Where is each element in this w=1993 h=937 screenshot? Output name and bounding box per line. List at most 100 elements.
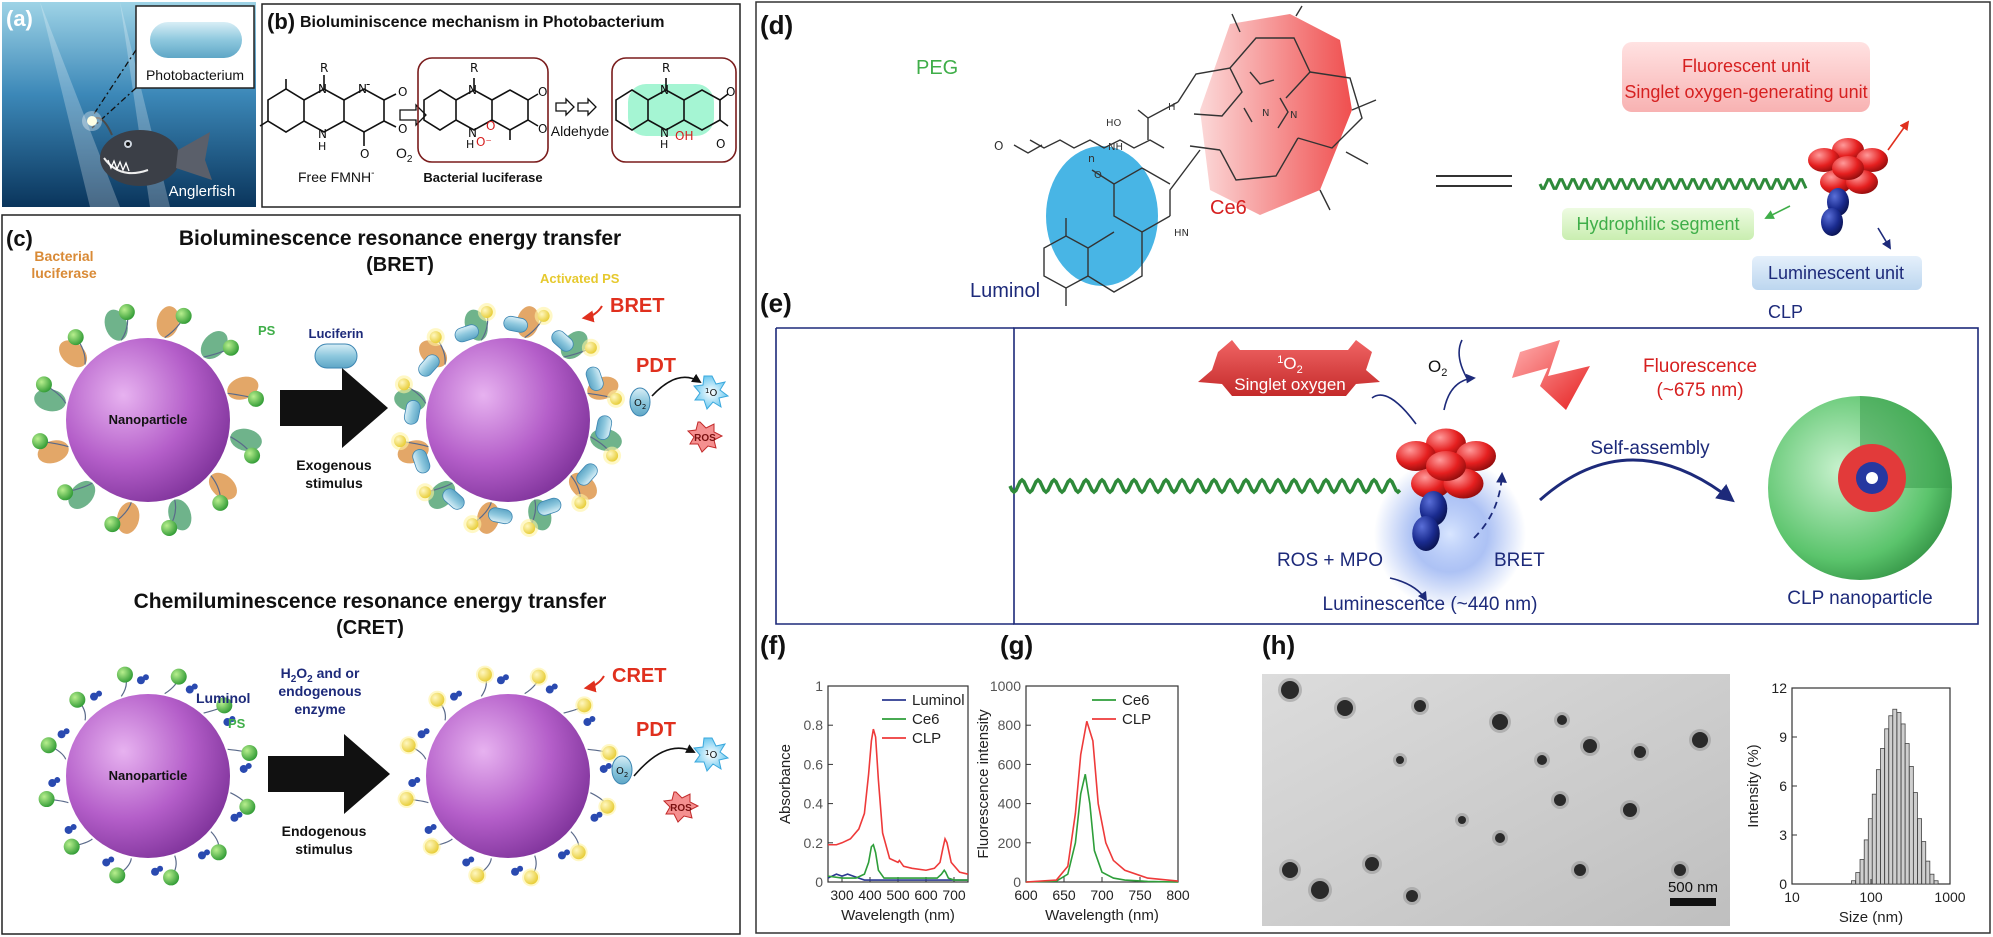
luminol-dot xyxy=(70,823,77,830)
bacterial-luciferase-label: Bacterial luciferase xyxy=(423,170,542,185)
luminol-dot xyxy=(590,813,599,822)
atom-h-d1: H xyxy=(1168,102,1176,113)
histogram-bar xyxy=(1871,793,1877,885)
luminol-dot xyxy=(90,692,99,701)
histogram-bar xyxy=(1929,873,1935,885)
nanoparticle-sphere xyxy=(426,694,590,858)
ps-ball xyxy=(170,668,187,685)
anglerfish-label: Anglerfish xyxy=(169,183,236,200)
histogram-bar xyxy=(1904,743,1910,885)
arrow-b1 xyxy=(399,103,427,127)
luminol-label-c: Luminol xyxy=(196,690,250,706)
activated-ps-ball xyxy=(430,692,445,707)
ps-ball xyxy=(116,666,133,683)
histogram-bar xyxy=(1884,728,1890,885)
activated-ps-ball xyxy=(523,521,536,534)
atom-h-1: H xyxy=(318,140,326,153)
pdt-label-2: PDT xyxy=(636,719,676,741)
luminescent-arrow xyxy=(1877,227,1891,250)
y-tick-label: 800 xyxy=(998,717,1022,733)
activated-ps-ball xyxy=(574,496,587,509)
ps-ball xyxy=(40,737,57,754)
luminol-dot xyxy=(102,858,111,867)
panel-d-label: (d) xyxy=(760,10,793,40)
bound-luciferin xyxy=(442,488,465,510)
product-box xyxy=(611,57,737,163)
ps-ball xyxy=(67,329,84,346)
luminol-dot xyxy=(424,825,433,834)
histogram-bar xyxy=(1859,859,1865,885)
ps-ball xyxy=(175,307,192,324)
histogram-bar xyxy=(1867,818,1873,885)
pdt-arrow-2 xyxy=(633,744,696,777)
luciferase-protein xyxy=(59,340,88,368)
scale-bar xyxy=(1670,898,1716,906)
fluorescence-nm-label: (~675 nm) xyxy=(1656,380,1743,401)
bacterial-label-1: Bacterial xyxy=(34,248,93,264)
luminol-dot xyxy=(185,685,194,694)
luminol-dot xyxy=(517,865,524,872)
self-assembly-label: Self-assembly xyxy=(1590,438,1710,459)
ce6-lobe xyxy=(1396,441,1436,471)
nanoparticle-cret-left xyxy=(38,666,258,886)
nanoparticle-label-1: Nanoparticle xyxy=(109,412,188,427)
ps-label-2: PS xyxy=(228,716,246,731)
nanoparticle-label-2: Nanoparticle xyxy=(109,768,188,783)
singlet-oxygen-label: Singlet oxygen xyxy=(1234,375,1346,394)
panel-f-label: (f) xyxy=(760,630,786,660)
luminol-dot xyxy=(64,825,73,834)
peg-chain-e xyxy=(1008,477,1402,495)
atom-hn-d: HN xyxy=(1174,228,1189,239)
luminescent-unit-box xyxy=(1752,256,1922,290)
panel-h-label: (h) xyxy=(1262,630,1295,660)
self-assembly-arrow xyxy=(1539,458,1735,503)
tem-particle xyxy=(1623,803,1637,817)
histogram-bar xyxy=(1888,715,1894,885)
luminol-dot xyxy=(197,851,206,860)
aldehyde-label: Aldehyde xyxy=(551,123,610,139)
panel-e-frame-left xyxy=(775,328,1014,625)
atom-n-7: N xyxy=(660,126,669,140)
photobacterium-icon xyxy=(150,22,242,58)
luciferin-icon xyxy=(314,343,358,369)
legend-label: CLP xyxy=(912,730,941,747)
ps-ball xyxy=(38,791,55,808)
y-axis-label: Fluorescence intensity xyxy=(975,709,992,859)
nanoparticle-sphere xyxy=(66,338,230,502)
atom-h-2: H xyxy=(466,138,474,151)
bret-abbr: (BRET) xyxy=(366,254,434,276)
cret-label: CRET xyxy=(612,665,666,687)
activated-ps-ball xyxy=(466,518,479,531)
ps-ball xyxy=(163,869,180,886)
ros-burst-1 xyxy=(686,421,724,453)
histogram-bar xyxy=(1900,723,1906,885)
atom-o-radical: O xyxy=(486,119,495,133)
histogram-bar xyxy=(1925,860,1931,885)
luminol-dot xyxy=(157,865,164,872)
y-tick-label: 0 xyxy=(815,874,823,890)
bret-curve-arrow xyxy=(581,305,603,323)
atom-o-d1: O xyxy=(994,139,1003,153)
x-tick-label: 800 xyxy=(1166,887,1190,903)
atom-o-1: O xyxy=(398,85,407,99)
luminol-dot xyxy=(502,674,509,681)
series-line-clp xyxy=(828,728,969,875)
panel-a: (a) Photobacterium Anglerfish xyxy=(2,2,256,207)
hydrophilic-label: Hydrophilic segment xyxy=(1576,214,1739,234)
luminol-dot xyxy=(430,823,437,830)
legend-label: CLP xyxy=(1122,711,1151,728)
luminol-dot xyxy=(54,777,61,784)
plot-area xyxy=(827,685,969,883)
tem-particle xyxy=(1281,681,1299,699)
series-line-luminol xyxy=(827,873,968,881)
ps-ball xyxy=(212,494,229,511)
luminol-dot xyxy=(423,728,430,735)
panel-e: (e) 1O2 Singlet oxygen O2 Fluorescence (… xyxy=(760,288,1979,625)
y-tick-label: 0 xyxy=(1779,876,1787,892)
y-tick-label: 6 xyxy=(1779,778,1787,794)
luciferase-protein xyxy=(68,480,96,509)
tem-particle xyxy=(1692,732,1708,748)
legend-label: Ce6 xyxy=(1122,692,1150,709)
activated-ps-ball xyxy=(429,331,442,344)
activated-ps-ball xyxy=(480,306,493,319)
